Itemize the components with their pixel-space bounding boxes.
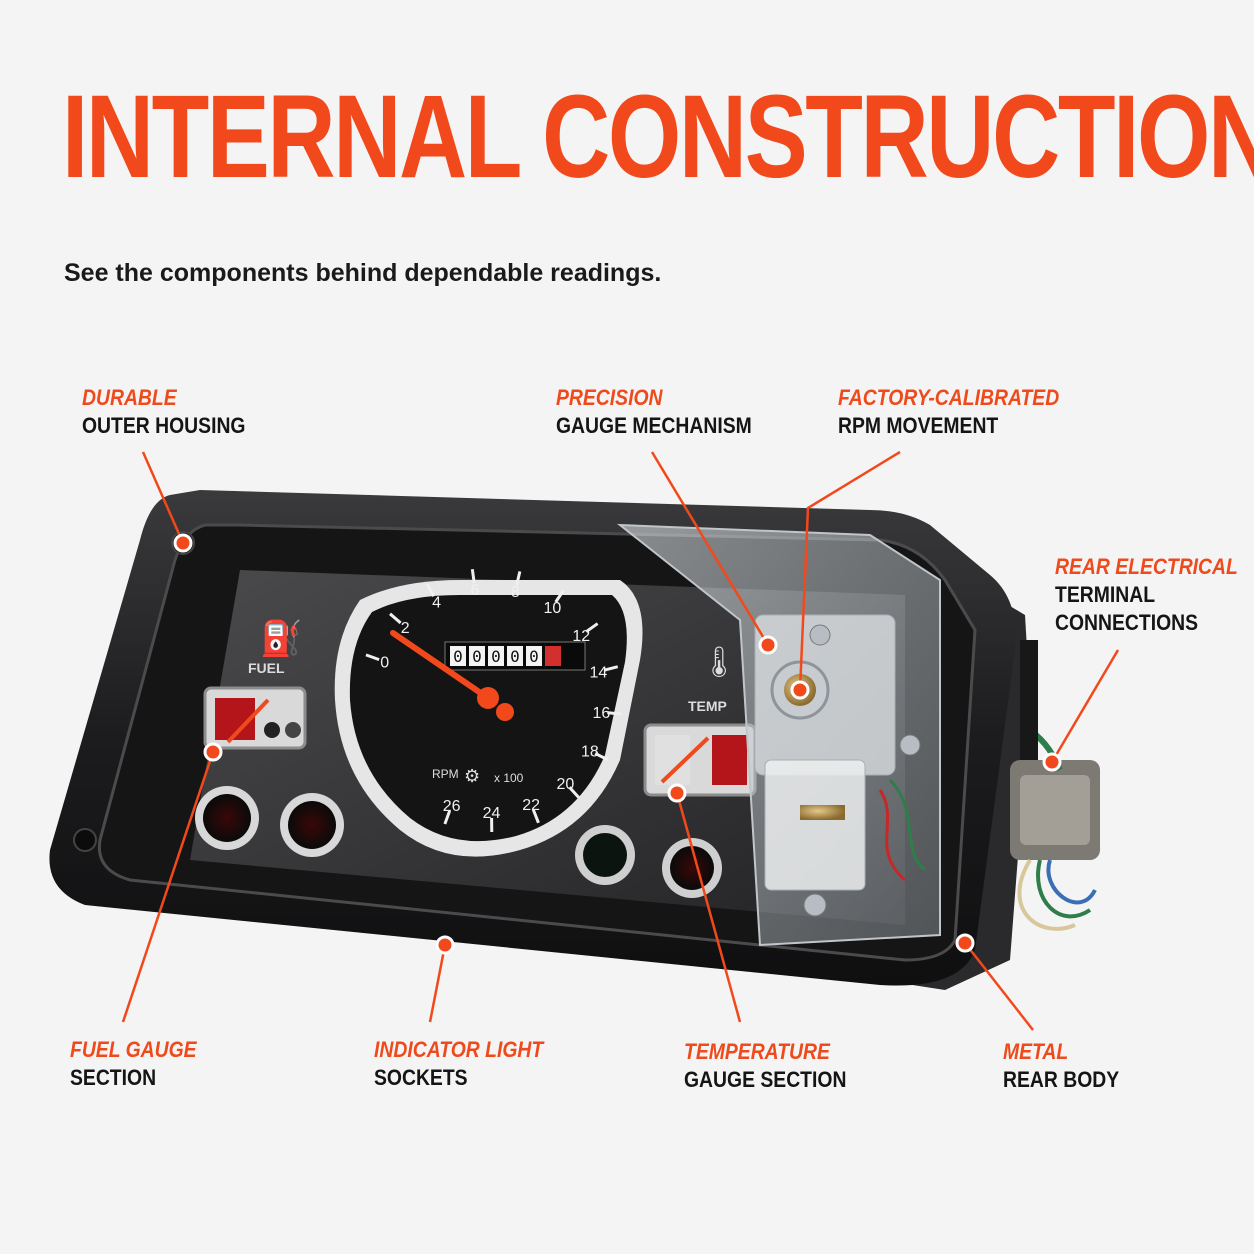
rpm-scale-label: 12 [572, 628, 590, 645]
callout-text-line2: CONNECTIONS [1055, 610, 1199, 635]
rpm-scale-label: 22 [522, 797, 540, 814]
rpm-tick [365, 653, 380, 662]
callout-rpm-movement: FACTORY-CALIBRATED RPM MOVEMENT [838, 384, 1089, 440]
mount-hole-bottom [73, 828, 97, 852]
callout-highlight: FACTORY-CALIBRATED [838, 385, 1060, 410]
leader-rpm-movement [798, 450, 901, 691]
odometer-digit-bg [507, 646, 523, 666]
rpm-tick [594, 752, 609, 762]
rpm-scale-label: 2 [401, 620, 410, 637]
temp-label: TEMP [688, 698, 727, 714]
page-subtitle: See the components behind dependable rea… [64, 259, 662, 287]
engine-icon: ⚙ [464, 766, 480, 787]
rpm-scale-label: 8 [511, 584, 520, 601]
rpm-tick [531, 809, 540, 824]
callout-gauge-mechanism: PRECISION GAUGE MECHANISM [556, 384, 778, 440]
page-title: INTERNAL CONSTRUCTION [62, 71, 1254, 203]
callout-text: SOCKETS [374, 1065, 468, 1090]
leader-gauge-mechanism [650, 451, 770, 646]
temperature-icon: 🌡 [700, 645, 738, 680]
temperature-gauge-section: 🌡 TEMP [643, 645, 757, 797]
rpm-tick [554, 589, 565, 603]
rpm-tick [568, 786, 580, 799]
callout-highlight: REAR ELECTRICAL [1055, 554, 1238, 579]
callout-fuel-gauge: FUEL GAUGE SECTION [70, 1036, 214, 1092]
rpm-needle [390, 630, 491, 701]
leader-temperature-gauge [675, 792, 742, 1023]
callout-highlight: METAL [1003, 1039, 1069, 1064]
rpm-tick [607, 711, 622, 716]
callout-text: REAR BODY [1003, 1067, 1120, 1092]
odometer-digit-bg [450, 646, 466, 666]
rpm-scale-label: 24 [483, 805, 501, 822]
callout-leaders [121, 450, 1120, 1031]
rpm-scale-label: 6 [471, 582, 480, 599]
callout-highlight: PRECISION [556, 385, 663, 410]
callout-text: SECTION [70, 1065, 157, 1090]
precision-gauge-mechanism [616, 523, 941, 947]
callout-highlight: FUEL GAUGE [70, 1037, 197, 1062]
callout-rear-electrical: REAR ELECTRICAL TERMINAL CONNECTIONS [1055, 553, 1254, 637]
rpm-tick [443, 810, 452, 825]
indicator-sockets-right [575, 825, 722, 898]
odometer-digit: 0 [453, 647, 463, 666]
callout-temperature-gauge: TEMPERATURE GAUGE SECTION [684, 1038, 869, 1094]
indicator-sockets-left [195, 786, 344, 857]
rpm-scale-label: 10 [543, 600, 561, 617]
rpm-scale-label: 20 [556, 776, 574, 793]
callout-highlight: INDICATOR LIGHT [374, 1037, 544, 1062]
leader-indicator-sockets [428, 944, 447, 1023]
rpm-tick [603, 665, 619, 672]
callout-text: RPM MOVEMENT [838, 413, 999, 438]
rpm-tick [470, 568, 476, 584]
callout-outer-housing: DURABLE OUTER HOUSING [82, 384, 268, 440]
rpm-scale-label: 14 [589, 665, 607, 682]
rpm-label: RPM [432, 767, 459, 781]
rpm-scale-label: 0 [380, 655, 389, 672]
odometer-digit: 0 [472, 647, 482, 666]
odometer-digit-bg [469, 646, 485, 666]
fuel-label: FUEL [248, 660, 285, 676]
rpm-tick [585, 622, 599, 633]
callout-indicator-sockets: INDICATOR LIGHT SOCKETS [374, 1036, 566, 1092]
callout-text: OUTER HOUSING [82, 413, 246, 438]
callout-highlight: TEMPERATURE [684, 1039, 830, 1064]
temp-needle [660, 736, 710, 784]
rpm-tick [389, 612, 402, 625]
rpm-scale-label: 18 [581, 744, 599, 761]
rpm-scale-label: 26 [443, 798, 461, 815]
callout-markers [173, 533, 1062, 955]
leader-outer-housing [141, 451, 185, 544]
fuel-needle [226, 698, 270, 744]
rpm-tick [425, 583, 436, 597]
callout-metal-rear-body: METAL REAR BODY [1003, 1038, 1135, 1094]
odometer-tenths-digit [545, 646, 561, 666]
odometer-digit: 0 [529, 647, 539, 666]
leader-fuel-gauge [121, 751, 215, 1023]
leader-metal-rear-body [964, 942, 1034, 1031]
fuel-gauge-section: ⛽ FUEL [203, 619, 307, 750]
callout-text: TERMINAL [1055, 582, 1156, 607]
callout-text: GAUGE SECTION [684, 1067, 847, 1092]
rpm-scale-label: 4 [432, 595, 441, 612]
rpm-scale-label: 16 [592, 705, 610, 722]
leader-rear-electrical [1050, 649, 1120, 763]
odometer-digit: 0 [491, 647, 501, 666]
odometer-digit-bg [488, 646, 504, 666]
callout-text: GAUGE MECHANISM [556, 413, 752, 438]
fuel-pump-icon: ⛽ [260, 619, 302, 659]
odometer-digit: 0 [510, 647, 520, 666]
odometer-digit-bg [526, 646, 542, 666]
rpm-multiplier: x 100 [494, 771, 524, 785]
rpm-tick [515, 571, 522, 586]
callout-highlight: DURABLE [82, 385, 177, 410]
